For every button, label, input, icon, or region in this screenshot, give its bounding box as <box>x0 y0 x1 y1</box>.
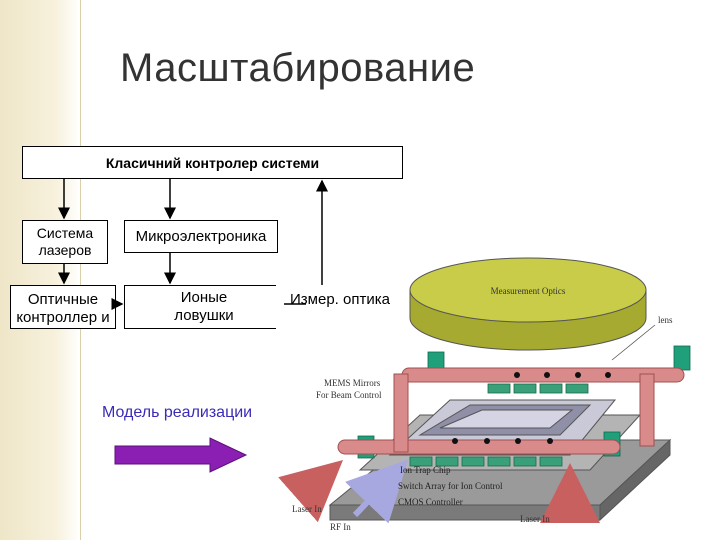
left-upright <box>393 373 409 453</box>
controller-label: Класичний контролер системи <box>105 154 320 171</box>
lasers-label: Система лазеров <box>36 225 94 258</box>
microelectronics-box: Микроэлектроника <box>124 220 278 253</box>
chip-pads <box>409 383 589 467</box>
mems-mirrors-caption-2: For Beam Control <box>316 390 382 400</box>
lens-caption: lens <box>658 315 673 325</box>
slide-title: Масштабирование <box>120 46 476 90</box>
lens-pointer <box>611 324 656 361</box>
laser-in-right-caption: Laser In <box>520 514 550 524</box>
ion-traps-box: Ионые ловушки <box>124 285 284 329</box>
ion-trap-chip-caption: Ion Trap Chip <box>400 465 451 475</box>
rf-in-caption: RF In <box>330 522 351 532</box>
controller-box: Класичний контролер системи <box>22 146 403 179</box>
optical-controllers-box: Оптичные контроллер и <box>10 285 116 329</box>
lower-rail <box>337 439 621 455</box>
left-decor-line <box>80 0 81 540</box>
optical-controllers-label: Оптичные контроллер и <box>16 291 110 326</box>
lasers-box: Система лазеров <box>22 220 108 264</box>
measurement-optics-caption: Measurement Optics <box>491 286 566 296</box>
right-upright <box>639 373 655 447</box>
laser-in-left-caption: Laser In <box>292 504 322 514</box>
cmos-controller-caption: CMOS Controller <box>398 497 463 507</box>
switch-array-caption: Switch Array for Ion Control <box>398 481 503 491</box>
laser-in-left-arrow <box>278 460 343 523</box>
model-label: Модель реализации <box>102 404 253 421</box>
left-decor-band <box>0 0 80 540</box>
measurement-optics-box: Измер. оптика <box>276 285 404 329</box>
rf-in-arrow <box>345 459 409 524</box>
mems-mirrors-caption-1: MEMS Mirrors <box>324 378 381 388</box>
big-arrow <box>114 437 248 473</box>
ion-traps-label: Ионые ловушки <box>174 289 234 324</box>
ion-dots <box>452 372 611 444</box>
measurement-optics-disk <box>409 257 647 351</box>
microelectronics-label: Микроэлектроника <box>135 228 267 245</box>
measurement-optics-label: Измер. оптика <box>290 291 390 308</box>
